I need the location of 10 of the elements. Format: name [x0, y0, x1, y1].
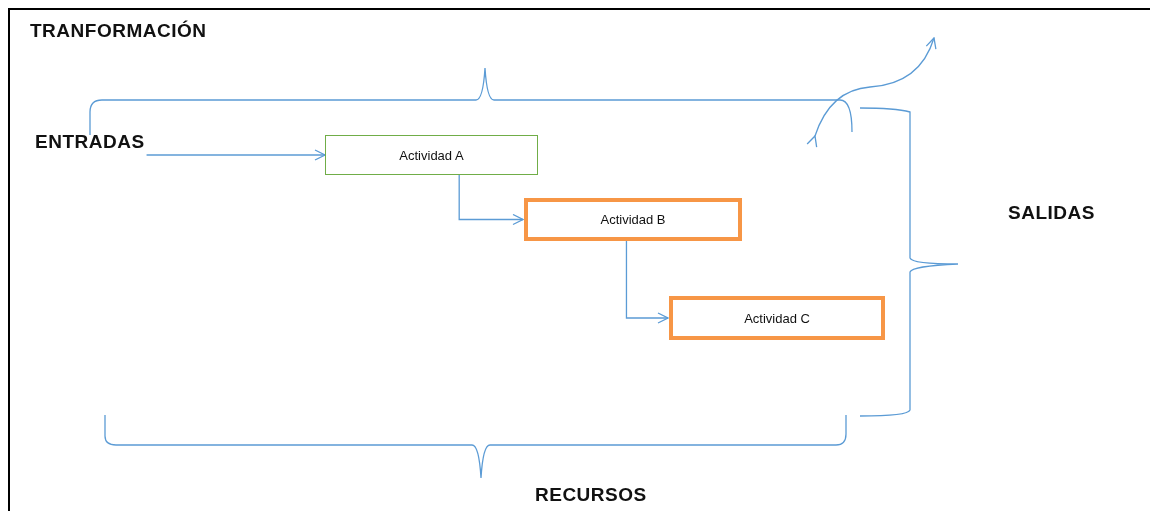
input-label: ENTRADAS — [35, 131, 145, 153]
arrow — [625, 240, 669, 324]
diagram-title: TRANFORMACIÓN — [30, 20, 207, 42]
resources-label: RECURSOS — [535, 484, 647, 506]
activity-box: Actividad A — [325, 135, 538, 175]
output-label: SALIDAS — [1008, 202, 1095, 224]
activity-box: Actividad B — [524, 198, 742, 241]
activity-box: Actividad C — [669, 296, 885, 340]
arrow — [458, 174, 524, 226]
arrow — [145, 149, 326, 161]
